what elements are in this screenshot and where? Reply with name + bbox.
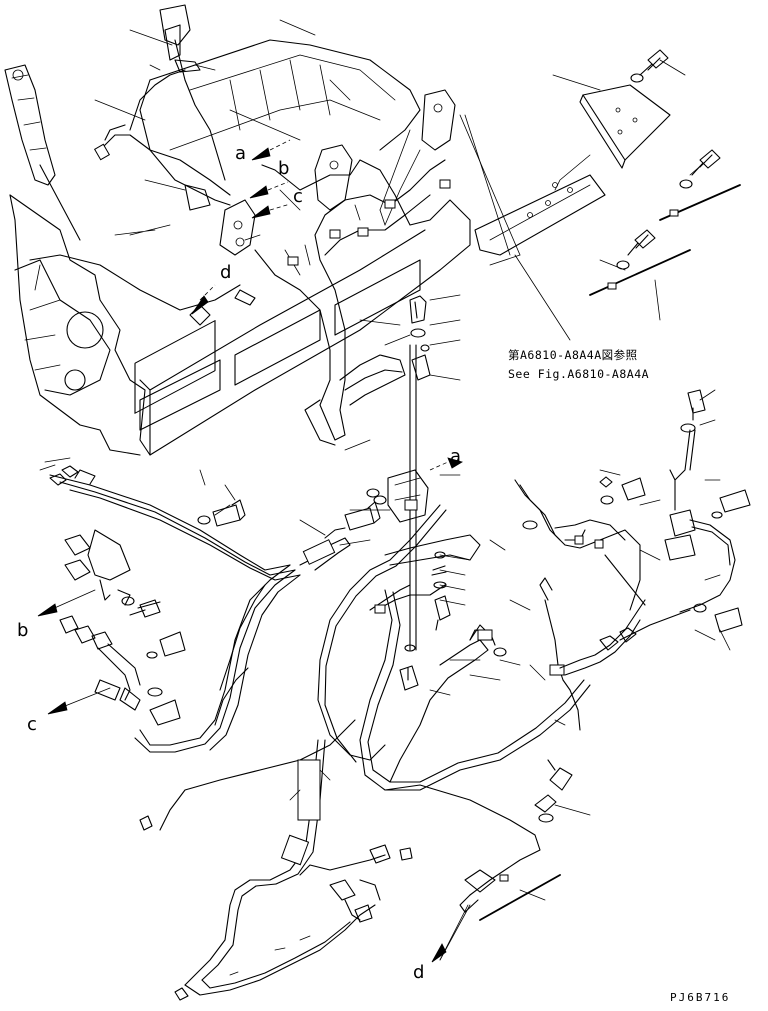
callout-d-upper: d: [220, 262, 232, 283]
lower-left-harness: [34, 19, 751, 1001]
callout-a-lower: a: [450, 446, 462, 467]
callout-c-lower: c: [27, 714, 37, 735]
callout-b-lower: b: [17, 620, 29, 641]
callout-a-upper: a: [235, 143, 247, 164]
engine-top-harness: [93, 4, 451, 446]
callout-d-lower: d: [413, 962, 425, 983]
reference-note-jp: 第A6810-A8A4A図参照: [508, 348, 638, 362]
reference-note-en: See Fig.A6810-A8A4A: [508, 367, 650, 381]
controller-bracket-plate: [459, 49, 741, 341]
callout-c-upper: c: [293, 186, 303, 207]
callout-b-upper: b: [278, 158, 290, 179]
drawing-code: PJ6B716: [670, 991, 731, 1004]
engine-block: [4, 39, 471, 456]
direction-arrows: [37, 139, 469, 963]
